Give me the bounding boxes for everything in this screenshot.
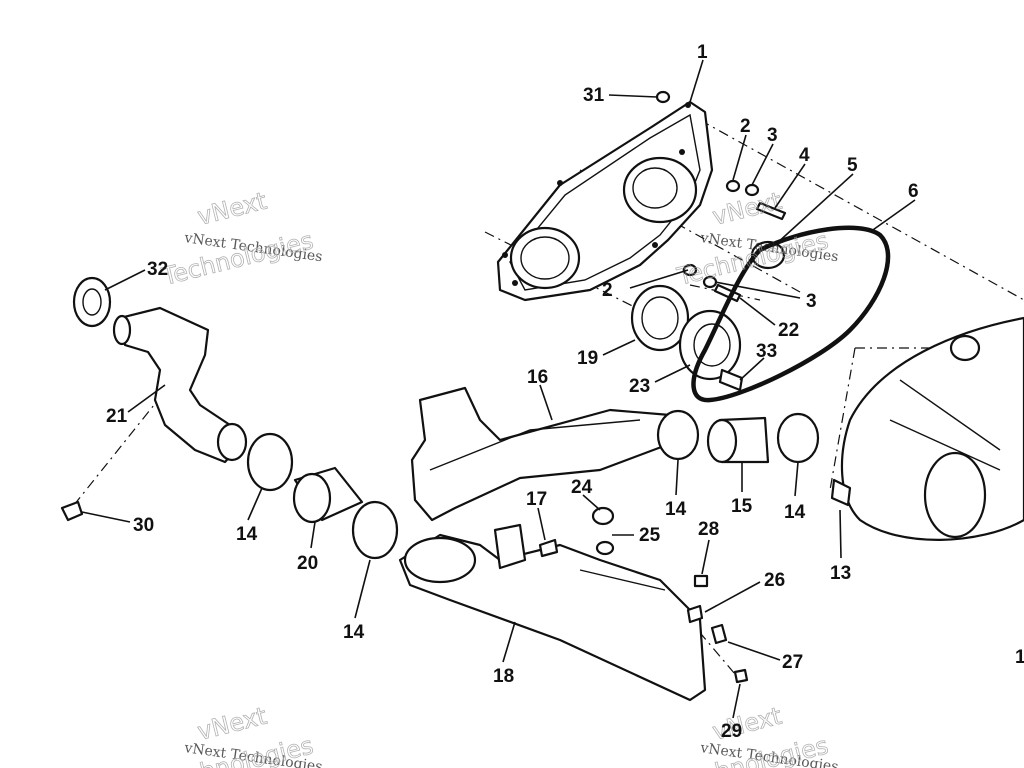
callout-16: 16 [527, 367, 548, 388]
callout-33: 33 [756, 341, 777, 362]
callout-32: 32 [147, 259, 168, 280]
callout-4: 4 [799, 145, 810, 166]
callout-3: 3 [767, 125, 778, 146]
callout-3b: 3 [806, 291, 817, 312]
callout-30: 30 [133, 515, 154, 536]
callout-22: 22 [778, 320, 799, 341]
callout-5: 5 [847, 155, 858, 176]
watermark-big-bottom-2: Technologies [674, 226, 831, 291]
grommet-32 [72, 276, 112, 328]
callout-19: 19 [577, 348, 598, 369]
callout-20: 20 [297, 553, 318, 574]
watermark-big-top-1: vNext [195, 187, 270, 231]
callout-29: 29 [721, 721, 742, 742]
callout-14d: 14 [784, 502, 806, 523]
silencer-18 [398, 523, 707, 702]
bolt-30 [60, 500, 84, 522]
callout-14a: 14 [236, 524, 258, 545]
callout-15: 15 [731, 496, 753, 517]
callout-13: 13 [830, 563, 851, 584]
callout-6: 6 [908, 181, 919, 202]
callout-17: 17 [526, 489, 547, 510]
intake-duct-21 [112, 306, 248, 464]
callout-28: 28 [698, 519, 719, 540]
sleeve-20 [292, 466, 364, 524]
callout-24: 24 [571, 477, 593, 498]
hose-clamps-right [656, 409, 820, 464]
callout-25: 25 [639, 525, 661, 546]
sleeve-15 [706, 416, 770, 464]
callout-labels: 1 2 3 4 5 6 2 3 22 19 23 33 31 32 21 30 … [106, 42, 1024, 742]
small-parts-26-29 [538, 538, 749, 684]
callout-14c: 14 [665, 499, 687, 520]
callout-14b: 14 [343, 622, 365, 643]
leader-lines [81, 59, 916, 719]
seals-and-sprocket [630, 240, 786, 392]
watermark-big-top-3: vNext [195, 702, 270, 746]
callout-1: 1 [697, 42, 708, 63]
upper-duct-16 [410, 386, 682, 522]
filler-cap-24-25 [591, 506, 615, 556]
hose-clamps-left [246, 432, 399, 560]
callout-27: 27 [782, 652, 803, 673]
callout-2b: 2 [602, 280, 613, 301]
callout-23: 23 [629, 376, 650, 397]
chain-case-cover [496, 100, 714, 302]
drive-chain [691, 225, 891, 403]
callout-1-edge: 1 [1015, 647, 1024, 668]
callout-18: 18 [493, 666, 514, 687]
callout-21: 21 [106, 406, 128, 427]
callout-2: 2 [740, 116, 751, 137]
watermark-big-bottom-1: Technologies [159, 226, 316, 291]
gearbox-housing [830, 316, 1024, 541]
callout-31: 31 [583, 85, 605, 106]
callout-26: 26 [764, 570, 785, 591]
